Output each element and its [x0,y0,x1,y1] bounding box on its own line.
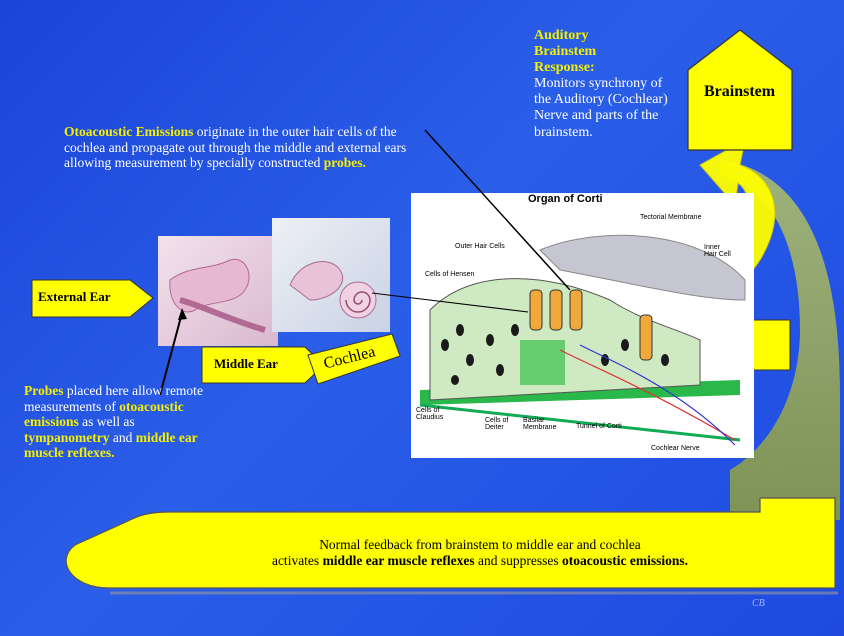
cochlea-pointer-line [371,292,529,313]
feedback-bold-2: otoacoustic emissions. [562,552,689,568]
oae-text: Otoacoustic Emissions originate in the o… [64,124,424,171]
label-claudius: Cells of Claudius [416,407,444,422]
external-ear-arrow [31,279,154,318]
brainstem-box [687,29,793,151]
probe-pointer-head [178,308,187,320]
cochlea-arrow [307,333,401,385]
probes-body-3: and [109,429,136,445]
probes-bold-2: otoacoustic emissions [24,398,184,430]
abr-text: Auditory Brainstem Response: Monitors sy… [534,28,674,141]
probes-bold-3: tympanometry [24,429,110,445]
feedback-arrow [65,497,836,589]
label-basilar: Basilar Membrane [523,417,557,432]
label-hensen: Cells of Hensen [425,271,475,278]
feedback-line-1: Normal feedback from brainstem to middle… [319,537,641,552]
probes-text: Probes placed here allow remote measurem… [24,383,212,461]
label-nerve: Cochlear Nerve [651,445,700,452]
feedback-arc-green [720,160,840,520]
oae-pointer-line [424,129,571,291]
organ-title: Organ of Corti [528,193,603,205]
feedback-mid: and suppresses [474,552,563,568]
probes-bold-4: middle ear muscle reflexes. [24,429,198,461]
oae-bold-2: probes. [323,155,366,171]
abr-title-3: Response: [534,60,595,76]
label-tunnel: Tunnel of Corti [576,423,622,430]
probes-body-2: as well as [78,414,135,430]
feedback-line-2: activates middle ear muscle reflexes and… [200,553,760,569]
abr-body: Monitors synchrony of the Auditory (Coch… [534,76,668,140]
probes-bold-1: Probes [24,383,64,398]
external-ear-label: External Ear [38,289,111,304]
label-deiter: Cells of Deiter [485,417,509,432]
signature: CB [752,598,765,609]
brainstem-label: Brainstem [704,83,776,100]
probes-body-1: placed here allow remote measurements of [24,383,203,414]
oae-body-1: originate in the outer hair cells of the… [64,124,407,171]
label-inner-hair: Inner Hair Cell [704,244,731,259]
abr-title-2: Brainstem [534,44,597,60]
label-tectorial: Tectorial Membrane [640,214,702,221]
oae-bold-1: Otoacoustic Emissions [64,124,194,139]
abr-title-1: Auditory [534,28,589,43]
middle-ear-label: Middle Ear [214,356,278,371]
feedback-text: Normal feedback from brainstem to middle… [200,537,760,568]
feedback-pre: activates [271,552,323,568]
label-outer-hair: Outer Hair Cells [455,243,505,250]
feedback-bold-1: middle ear muscle reflexes [322,552,475,568]
probe-pointer-line [159,312,183,396]
